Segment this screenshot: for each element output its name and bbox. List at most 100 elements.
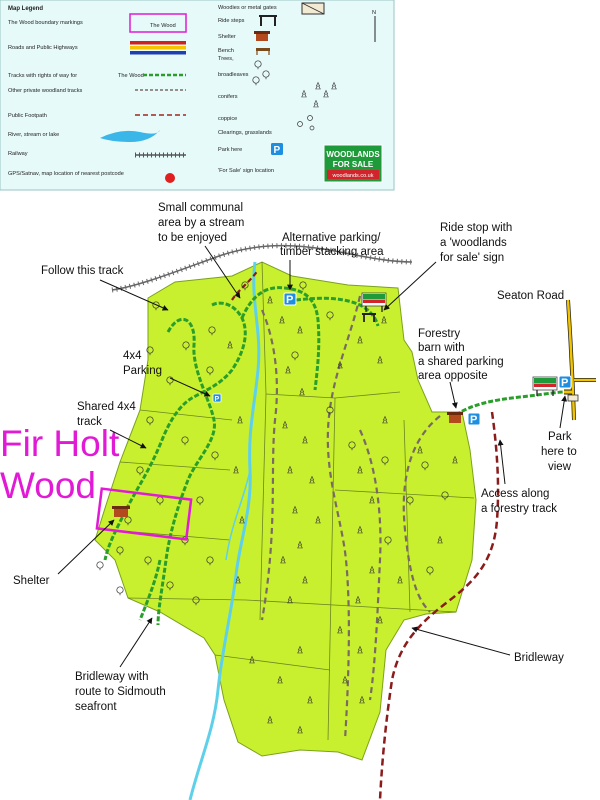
legend-clearings-label: Clearings, grasslands — [218, 130, 272, 136]
roadside-parking-icon: P — [558, 375, 572, 389]
svg-text:a 'woodlands: a 'woodlands — [440, 237, 507, 249]
bridleway-right — [378, 411, 500, 800]
legend-park-here-label: Park here — [218, 147, 242, 153]
wood-title-line-2: Wood — [0, 465, 96, 506]
alternative-parking-icon: P — [283, 292, 297, 306]
sign-line-2: FOR SALE — [333, 160, 374, 169]
legend-shelter-icon — [254, 31, 270, 41]
annotation-alternative-parking: Alternative parking/ timber stacking are… — [280, 232, 384, 291]
legend-the-wood-track-label: The Wood — [118, 73, 144, 79]
legend-roads-label: Roads and Public Highways — [8, 45, 78, 51]
svg-text:to be enjoyed: to be enjoyed — [158, 232, 227, 244]
svg-text:4x4: 4x4 — [123, 350, 142, 362]
legend-trees-label: Trees, — [218, 56, 234, 62]
svg-text:Shelter: Shelter — [13, 575, 50, 587]
legend-coppice-icons — [297, 115, 315, 131]
legend-north-letter: N — [372, 10, 376, 16]
svg-text:for sale' sign: for sale' sign — [440, 252, 504, 264]
svg-text:a shared parking: a shared parking — [418, 356, 504, 368]
legend-gps-marker-icon — [165, 173, 175, 183]
svg-text:area opposite: area opposite — [418, 370, 488, 382]
legend-boundary-symbol — [129, 13, 187, 33]
svg-text:seafront: seafront — [75, 701, 117, 713]
annotation-communal-area: Small communal area by a stream to be en… — [158, 202, 244, 299]
legend-gps-label: GPS/Satnav, map location of nearest post… — [8, 171, 124, 177]
private-woodland-tracks — [260, 295, 441, 741]
svg-text:Access along: Access along — [481, 488, 549, 500]
rights-of-way-tracks — [103, 286, 566, 626]
ride-steps-icon — [362, 313, 376, 322]
legend-railway-label: Railway — [8, 151, 28, 157]
annotation-follow-track: Follow this track — [41, 265, 169, 311]
communal-area-path — [231, 269, 259, 301]
legend-roads-symbol — [130, 41, 186, 55]
sign-line-1: WOODLANDS — [326, 150, 380, 159]
legend-ride-steps-icon — [259, 15, 277, 26]
wood-title-line-1: Fir Holt — [0, 423, 120, 464]
legend-sale-sign-label: 'For Sale' sign location — [218, 168, 274, 174]
annotation-bridleway-right: Bridleway — [411, 626, 564, 664]
legend-private-tracks-label: Other private woodland tracks — [8, 88, 83, 94]
legend-boundary-label: The Wood boundary markings — [8, 20, 83, 26]
svg-text:Alternative parking/: Alternative parking/ — [282, 232, 381, 244]
svg-text:P: P — [274, 145, 281, 156]
svg-text:Ride stop with: Ride stop with — [440, 222, 512, 234]
legend-ride-steps-label: Ride steps — [218, 18, 245, 24]
svg-text:P: P — [470, 414, 477, 426]
annotation-4x4-parking: 4x4 Parking — [123, 350, 211, 397]
svg-text:Follow this track: Follow this track — [41, 265, 124, 277]
svg-text:Bridleway with: Bridleway with — [75, 671, 149, 683]
legend-shelter-label: Shelter — [218, 34, 236, 40]
railway — [111, 244, 413, 291]
svg-text:area by a stream: area by a stream — [158, 217, 244, 229]
gate-icon — [567, 394, 579, 402]
fir-holt-plot-boundary — [95, 487, 193, 541]
legend-the-wood-box-label: The Wood — [150, 23, 176, 29]
annotation-bridleway-left: Bridleway with route to Sidmouth seafron… — [75, 617, 166, 713]
legend-gates-label: Woodies or metal gates — [218, 5, 277, 11]
stream — [188, 261, 261, 800]
svg-text:barn with: barn with — [418, 342, 465, 354]
annotation-park-to-view: Park here to view — [541, 395, 577, 473]
legend-park-icon: P — [271, 143, 283, 156]
annotation-ride-stop: Ride stop with a 'woodlands for sale' si… — [383, 222, 512, 311]
svg-text:P: P — [561, 377, 568, 389]
svg-text:here to: here to — [541, 446, 577, 458]
annotation-access-track: Access along a forestry track — [481, 439, 557, 515]
legend-bench-label: Bench — [218, 48, 234, 54]
bridleway-left-track — [138, 559, 162, 621]
wood-boundary — [94, 261, 477, 761]
parking-4x4-icon: P — [212, 393, 222, 403]
forestry-barn-parking-icon: P — [467, 412, 481, 426]
annotation-shared-track: Shared 4x4 track — [77, 401, 147, 449]
annotation-seaton-road: Seaton Road — [497, 290, 564, 302]
svg-text:P: P — [215, 396, 220, 403]
forestry-barn-icon — [447, 412, 463, 423]
legend-river-symbol — [100, 130, 160, 142]
svg-text:view: view — [548, 461, 572, 473]
legend-woodlands-for-sale-sign: WOODLANDS FOR SALE woodlands.co.uk — [323, 144, 383, 183]
svg-text:Seaton Road: Seaton Road — [497, 290, 564, 302]
svg-text:timber stacking area: timber stacking area — [280, 246, 384, 258]
svg-text:P: P — [286, 294, 293, 306]
legend-river-label: River, stream or lake — [8, 132, 59, 138]
svg-text:Park: Park — [548, 431, 572, 443]
sign-line-3: woodlands.co.uk — [332, 173, 374, 179]
annotation-forestry-barn: Forestry barn with a shared parking area… — [418, 328, 504, 409]
svg-text:Bridleway: Bridleway — [514, 652, 564, 664]
legend-broadleaves-label: broadleaves — [218, 72, 249, 78]
svg-text:Small communal: Small communal — [158, 202, 243, 214]
map-legend: Map Legend The Wood boundary markings Th… — [0, 0, 395, 191]
legend-rights-of-way-label: Tracks with rights of way for — [8, 73, 77, 79]
legend-footpath-label: Public Footpath — [8, 113, 47, 119]
svg-text:Shared 4x4: Shared 4x4 — [77, 401, 136, 413]
shelter-icon — [112, 506, 130, 517]
seaton-road — [564, 299, 596, 421]
legend-title: Map Legend — [8, 6, 43, 12]
svg-text:track: track — [77, 416, 102, 428]
svg-text:route to Sidmouth: route to Sidmouth — [75, 686, 166, 698]
svg-text:Forestry: Forestry — [418, 328, 460, 340]
annotation-shelter: Shelter — [13, 519, 115, 587]
legend-coppice-label: coppice — [218, 116, 237, 122]
